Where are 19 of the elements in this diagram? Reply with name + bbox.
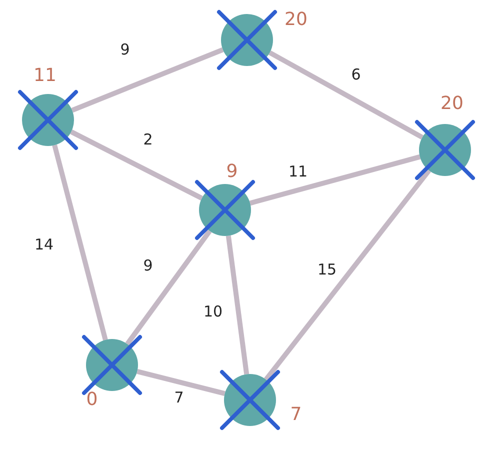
distance-label: 11 [34,67,56,85]
edge-weight: 6 [349,68,363,82]
graph-edge [136,368,226,396]
edge-weight: 7 [172,390,186,406]
graph-edge [125,230,212,346]
distance-label: 20 [440,95,464,113]
edge-weight: 9 [118,42,132,58]
graph-edge [70,130,203,200]
graph-edge [52,144,108,340]
distance-label: 9 [226,163,238,181]
distance-label: 20 [284,11,308,29]
graph-edge [226,235,250,375]
graph-edge [249,154,421,206]
graph-edge [268,50,424,140]
graph-edge [71,47,224,113]
distance-label: 0 [86,391,98,409]
edge-weight: 9 [141,258,155,274]
distance-label: 7 [290,406,302,424]
graph-edge [264,168,431,382]
